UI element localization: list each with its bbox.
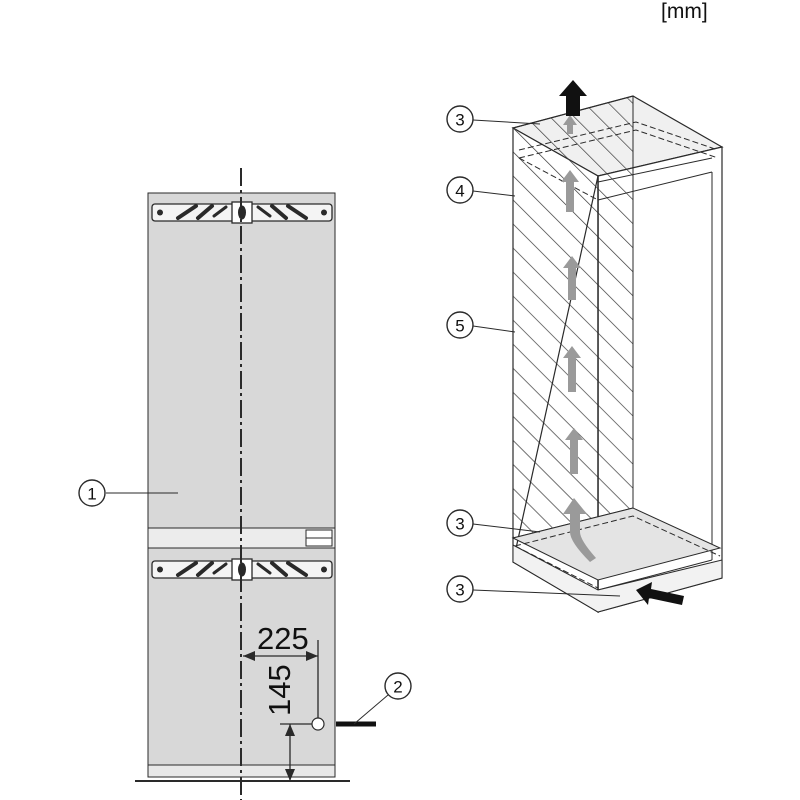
callout-1-label: 1	[87, 485, 96, 504]
callout-3-base: 3	[446, 575, 621, 603]
housing-unit-view: 3 4 5 3 3	[446, 80, 724, 614]
callout-4-label: 4	[455, 182, 464, 201]
callout-5-label: 5	[455, 317, 464, 336]
exhaust-arrow-icon	[559, 80, 587, 116]
dimension-145-label: 145	[262, 664, 297, 716]
callout-3-bottom: 3	[446, 509, 541, 537]
callout-4: 4	[446, 176, 516, 204]
cabinet-floor	[511, 507, 722, 581]
callout-1: 1	[78, 479, 178, 507]
callout-3-top-label: 3	[455, 111, 464, 130]
unit-label: [mm]	[661, 0, 708, 23]
callout-2-label: 2	[393, 678, 402, 697]
callout-3-top: 3	[446, 105, 541, 133]
cabinet-plinth	[512, 544, 723, 613]
upper-mounting-bracket	[151, 201, 333, 224]
connection-point-icon	[311, 717, 376, 731]
dimension-225: 225	[243, 621, 319, 720]
callout-3-bottom-label: 3	[455, 515, 464, 534]
air-intake-arrow-icon	[636, 582, 684, 605]
dimension-225-label: 225	[257, 621, 309, 656]
callout-2: 2	[353, 672, 412, 725]
appliance-front-view: 225 145 1 2	[78, 168, 412, 800]
callout-5: 5	[446, 311, 516, 339]
airflow-arrow-icon	[561, 115, 596, 562]
dimension-145: 145	[262, 664, 322, 781]
callout-3-base-label: 3	[455, 581, 464, 600]
